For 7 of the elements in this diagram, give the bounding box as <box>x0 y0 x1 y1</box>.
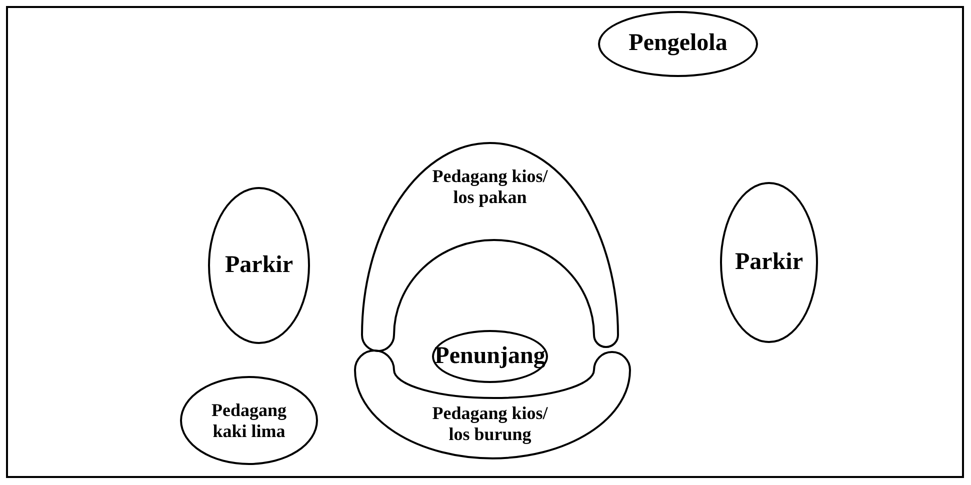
zone-bubble: Parkir <box>720 182 818 343</box>
zone-bubble: Pengelola <box>598 11 758 77</box>
zone-label: Pedagang kios/ los pakan <box>431 166 549 208</box>
zone-bubble: Parkir <box>208 187 310 344</box>
zone-bubble: Pedagang kaki lima <box>180 376 318 465</box>
zone-label: Pedagang kios/ los burung <box>431 403 549 444</box>
zone-bubble: Penunjang <box>432 330 548 383</box>
